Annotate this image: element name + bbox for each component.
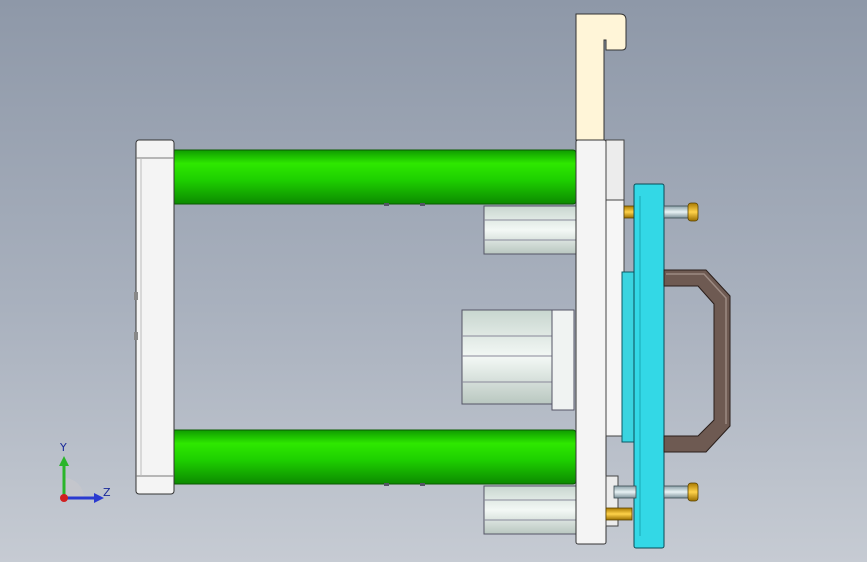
z-axis-arrowhead — [94, 493, 104, 503]
main-mount-plate[interactable] — [575, 139, 625, 545]
handle[interactable] — [663, 269, 731, 453]
cream-bracket[interactable] — [575, 13, 627, 141]
green-rod-bottom[interactable] — [171, 429, 577, 485]
pin-bottom[interactable] — [663, 482, 699, 502]
cylinder-block-top[interactable] — [483, 205, 577, 255]
y-axis-arrowhead — [59, 456, 69, 466]
bolt-top[interactable] — [623, 205, 635, 219]
green-rod-top[interactable] — [171, 149, 577, 205]
rod-mark — [420, 203, 425, 206]
pin-top[interactable] — [663, 202, 699, 222]
cylinder-block-middle[interactable] — [461, 309, 575, 411]
cylinder-block-bottom[interactable] — [483, 485, 577, 535]
orientation-triad — [59, 456, 104, 503]
bolt-bottom[interactable] — [605, 507, 633, 521]
handle-highlight — [666, 273, 727, 424]
left-end-plate[interactable] — [134, 139, 175, 495]
y-axis-label: Y — [60, 441, 67, 454]
triad-quadrant — [64, 478, 84, 498]
rod-mark — [384, 203, 389, 206]
rod-mark — [384, 483, 389, 486]
x-axis-dot — [60, 494, 68, 502]
cyan-plate[interactable] — [633, 183, 665, 549]
z-axis-label: Z — [103, 486, 111, 499]
pin-lower-left[interactable] — [613, 485, 637, 499]
rod-mark — [420, 483, 425, 486]
